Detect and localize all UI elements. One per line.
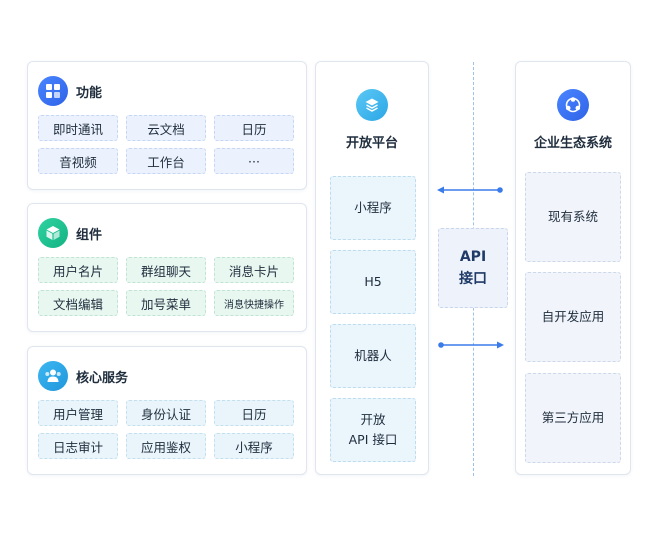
features-panel: 功能 即时通讯 云文档 日历 音视频 工作台 ··· bbox=[27, 61, 307, 190]
feature-item: 日历 bbox=[214, 115, 294, 141]
platform-item-h5: H5 bbox=[330, 250, 416, 314]
feature-item: 即时通讯 bbox=[38, 115, 118, 141]
users-icon bbox=[38, 361, 68, 391]
platform-item-bot: 机器人 bbox=[330, 324, 416, 388]
ecosystem-title: 企业生态系统 bbox=[533, 136, 612, 151]
core-services-header: 核心服务 bbox=[38, 361, 128, 391]
core-services-grid: 用户管理 身份认证 日历 日志审计 应用鉴权 小程序 bbox=[38, 400, 294, 459]
feature-item: 音视频 bbox=[38, 148, 118, 174]
components-grid: 用户名片 群组聊天 消息卡片 文档编辑 加号菜单 消息快捷操作 bbox=[38, 257, 294, 316]
cube-icon bbox=[38, 218, 68, 248]
component-item: 加号菜单 bbox=[126, 290, 206, 316]
hub-icon bbox=[557, 89, 589, 121]
open-platform-panel: 开放平台 小程序 H5 机器人 开放 API 接口 bbox=[315, 61, 429, 475]
features-header: 功能 bbox=[38, 76, 102, 106]
component-item: 文档编辑 bbox=[38, 290, 118, 316]
component-item: 群组聊天 bbox=[126, 257, 206, 283]
ecosystem-item-existing: 现有系统 bbox=[525, 172, 621, 262]
ecosystem-item-third-party: 第三方应用 bbox=[525, 373, 621, 463]
arrow-to-platform bbox=[437, 186, 503, 194]
layers-icon bbox=[356, 89, 388, 121]
service-item: 身份认证 bbox=[126, 400, 206, 426]
arrow-to-ecosystem bbox=[438, 341, 504, 349]
features-grid: 即时通讯 云文档 日历 音视频 工作台 ··· bbox=[38, 115, 294, 174]
service-item: 日志审计 bbox=[38, 433, 118, 459]
service-item: 小程序 bbox=[214, 433, 294, 459]
service-item: 日历 bbox=[214, 400, 294, 426]
components-header: 组件 bbox=[38, 218, 102, 248]
platform-item-mini-program: 小程序 bbox=[330, 176, 416, 240]
components-title: 组件 bbox=[76, 227, 103, 243]
ecosystem-panel: 企业生态系统 现有系统 自开发应用 第三方应用 bbox=[515, 61, 631, 475]
feature-item: 工作台 bbox=[126, 148, 206, 174]
service-item: 用户管理 bbox=[38, 400, 118, 426]
grid-icon bbox=[38, 76, 68, 106]
feature-item-more: ··· bbox=[214, 148, 294, 174]
api-interface-box: API 接口 bbox=[438, 228, 508, 308]
open-platform-title: 开放平台 bbox=[345, 136, 398, 151]
component-item: 消息快捷操作 bbox=[214, 290, 294, 316]
service-item: 应用鉴权 bbox=[126, 433, 206, 459]
ecosystem-item-self-developed: 自开发应用 bbox=[525, 272, 621, 362]
platform-item-open-api: 开放 API 接口 bbox=[330, 398, 416, 462]
component-item: 用户名片 bbox=[38, 257, 118, 283]
features-title: 功能 bbox=[76, 85, 103, 101]
core-services-title: 核心服务 bbox=[76, 370, 129, 386]
component-item: 消息卡片 bbox=[214, 257, 294, 283]
components-panel: 组件 用户名片 群组聊天 消息卡片 文档编辑 加号菜单 消息快捷操作 bbox=[27, 203, 307, 332]
core-services-panel: 核心服务 用户管理 身份认证 日历 日志审计 应用鉴权 小程序 bbox=[27, 346, 307, 475]
feature-item: 云文档 bbox=[126, 115, 206, 141]
